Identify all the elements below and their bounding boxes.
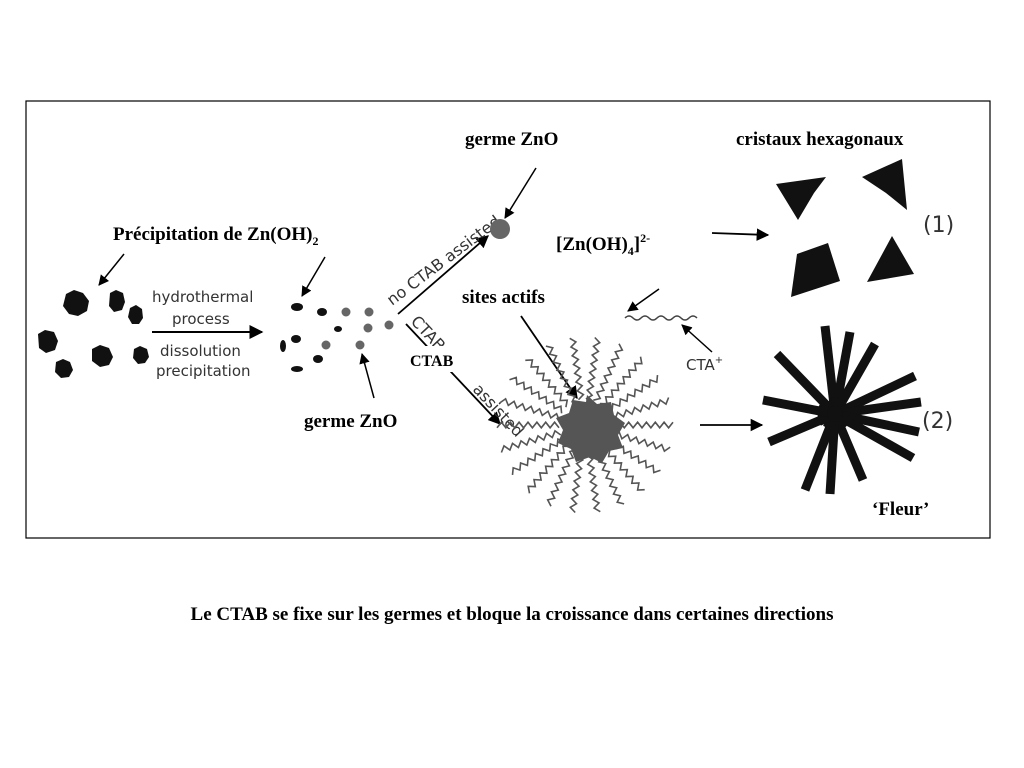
sites-actifs-label: sites actifs [462, 287, 545, 308]
ctab-chain [569, 337, 585, 401]
ctab-chains [496, 336, 674, 514]
hexagonal-crystals [776, 159, 914, 297]
ctab-chain [511, 438, 565, 475]
ctab-label-mask [406, 346, 468, 372]
cta-label: CTA+ [686, 355, 723, 374]
ctab-chain [609, 429, 671, 453]
germe-top-label: germe ZnO [465, 129, 558, 150]
ctab-chain [601, 442, 645, 491]
ctab-chain [496, 420, 560, 430]
small-particle-pointer-arrow [301, 256, 326, 297]
ctab-chain [525, 359, 569, 408]
sites-actifs-arrow [520, 315, 578, 400]
hydrothermal-label: hydrothermal [152, 288, 253, 306]
nuclei-cluster [280, 303, 394, 372]
ctab-chain [527, 445, 571, 494]
ctab-chain [500, 429, 562, 453]
ctab-chain [546, 449, 577, 507]
precipitation-label: Précipitation de Zn(OH)2 [113, 224, 318, 248]
germe-bottom-arrow [359, 352, 375, 399]
caption: Le CTAB se fixe sur les germes et bloque… [190, 604, 834, 625]
ctab-chain [593, 343, 624, 401]
ctab-chain [545, 345, 577, 403]
ctab-chain [599, 356, 643, 405]
cristaux-label: cristaux hexagonaux [736, 129, 904, 150]
diagram-frame [25, 100, 991, 539]
ctab-assisted-label-b: assisted [469, 380, 528, 441]
ctab-chain [509, 376, 563, 414]
ctab-chain [605, 375, 659, 412]
ctab-chain [569, 450, 585, 514]
no-ctab-arrow [397, 235, 489, 315]
germe-nucleus-top [490, 219, 510, 239]
precipitate-particles [38, 290, 149, 378]
cta-chain-arrow [627, 288, 660, 312]
zincate-label: [Zn(OH)4]2- [556, 231, 650, 258]
ctab-chain [608, 397, 670, 421]
precipitate-pointer-arrow [98, 253, 125, 286]
cta-pointer-arrow [681, 324, 713, 353]
cta-chain [624, 315, 698, 321]
path-2-label: (2) [922, 409, 953, 434]
flower-crystal [762, 325, 922, 495]
fleur-label: ‘Fleur’ [872, 499, 929, 520]
zincate-arrow [711, 228, 770, 241]
dissolution-label: dissolution [160, 342, 241, 360]
ctab-label: CTAB [410, 353, 454, 370]
ctab-chain [499, 397, 561, 421]
path-1-label: (1) [923, 213, 954, 238]
flower-center [827, 406, 843, 422]
precipitation-en-label: precipitation [156, 362, 251, 380]
ctab-chain [585, 449, 601, 513]
process-label: process [172, 310, 230, 328]
germe-bottom-label: germe ZnO [304, 411, 397, 432]
ctab-coated-nucleus [556, 395, 625, 463]
ctab-chain [585, 336, 601, 400]
ctab-assisted-arrow [405, 323, 501, 425]
germe-top-arrow [504, 167, 537, 219]
